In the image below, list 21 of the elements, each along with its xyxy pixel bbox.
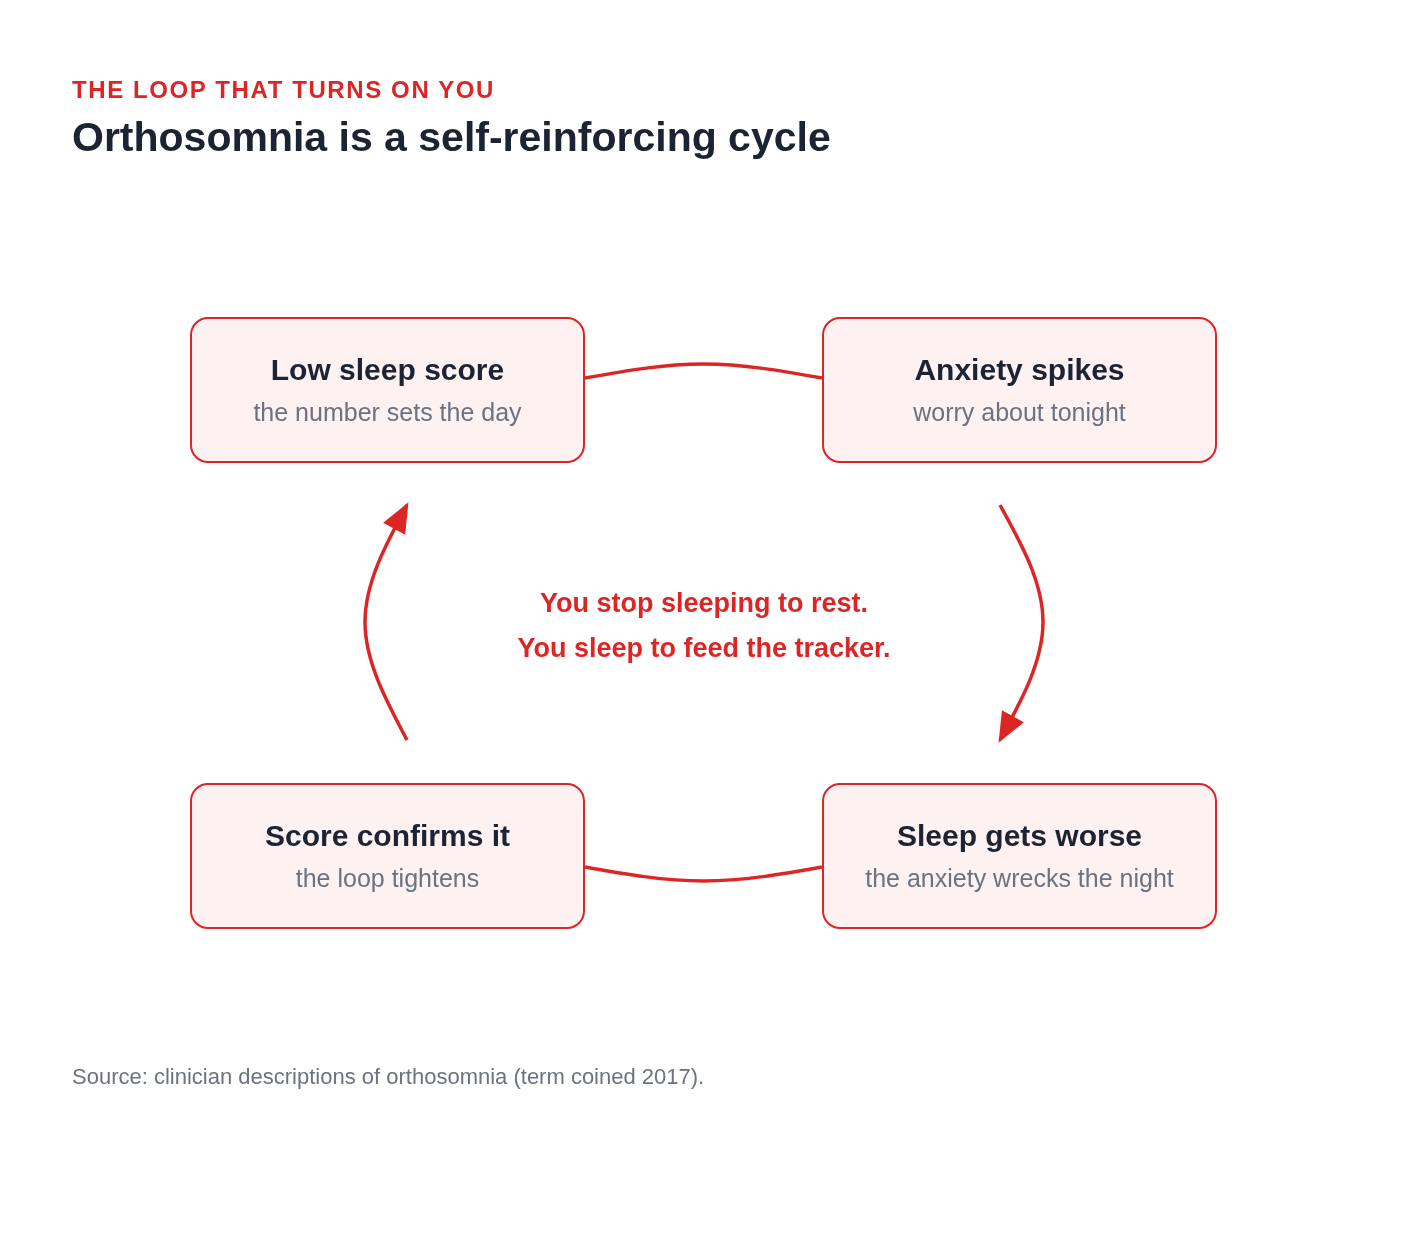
- step-title: Low sleep score: [270, 352, 505, 388]
- step-title: Score confirms it: [264, 818, 511, 854]
- eyebrow-label: THE LOOP THAT TURNS ON YOU: [72, 75, 496, 105]
- center-message: You sleep to feed the tracker.: [516, 632, 892, 665]
- step-box: [190, 783, 585, 929]
- step-box: [190, 317, 585, 463]
- step-box: [822, 317, 1217, 463]
- step-description: the anxiety wrecks the night: [865, 863, 1174, 894]
- step-description: the loop tightens: [295, 863, 480, 894]
- curved-arrow: [998, 504, 1045, 743]
- step-title: Sleep gets worse: [896, 818, 1143, 854]
- step-title: Anxiety spikes: [914, 352, 1125, 388]
- step-description: worry about tonight: [913, 397, 1126, 428]
- step-box: [822, 783, 1217, 929]
- center-message: You stop sleeping to rest.: [538, 587, 869, 620]
- curved-arrow: [363, 502, 409, 741]
- diagram-title: Orthosomnia is a self-reinforcing cycle: [72, 114, 831, 161]
- curved-connector: [584, 362, 823, 380]
- source-note: Source: clinician descriptions of orthosomnia (term coined 2017).: [72, 1064, 705, 1090]
- step-description: the number sets the day: [253, 397, 522, 428]
- curved-connector: [584, 865, 823, 883]
